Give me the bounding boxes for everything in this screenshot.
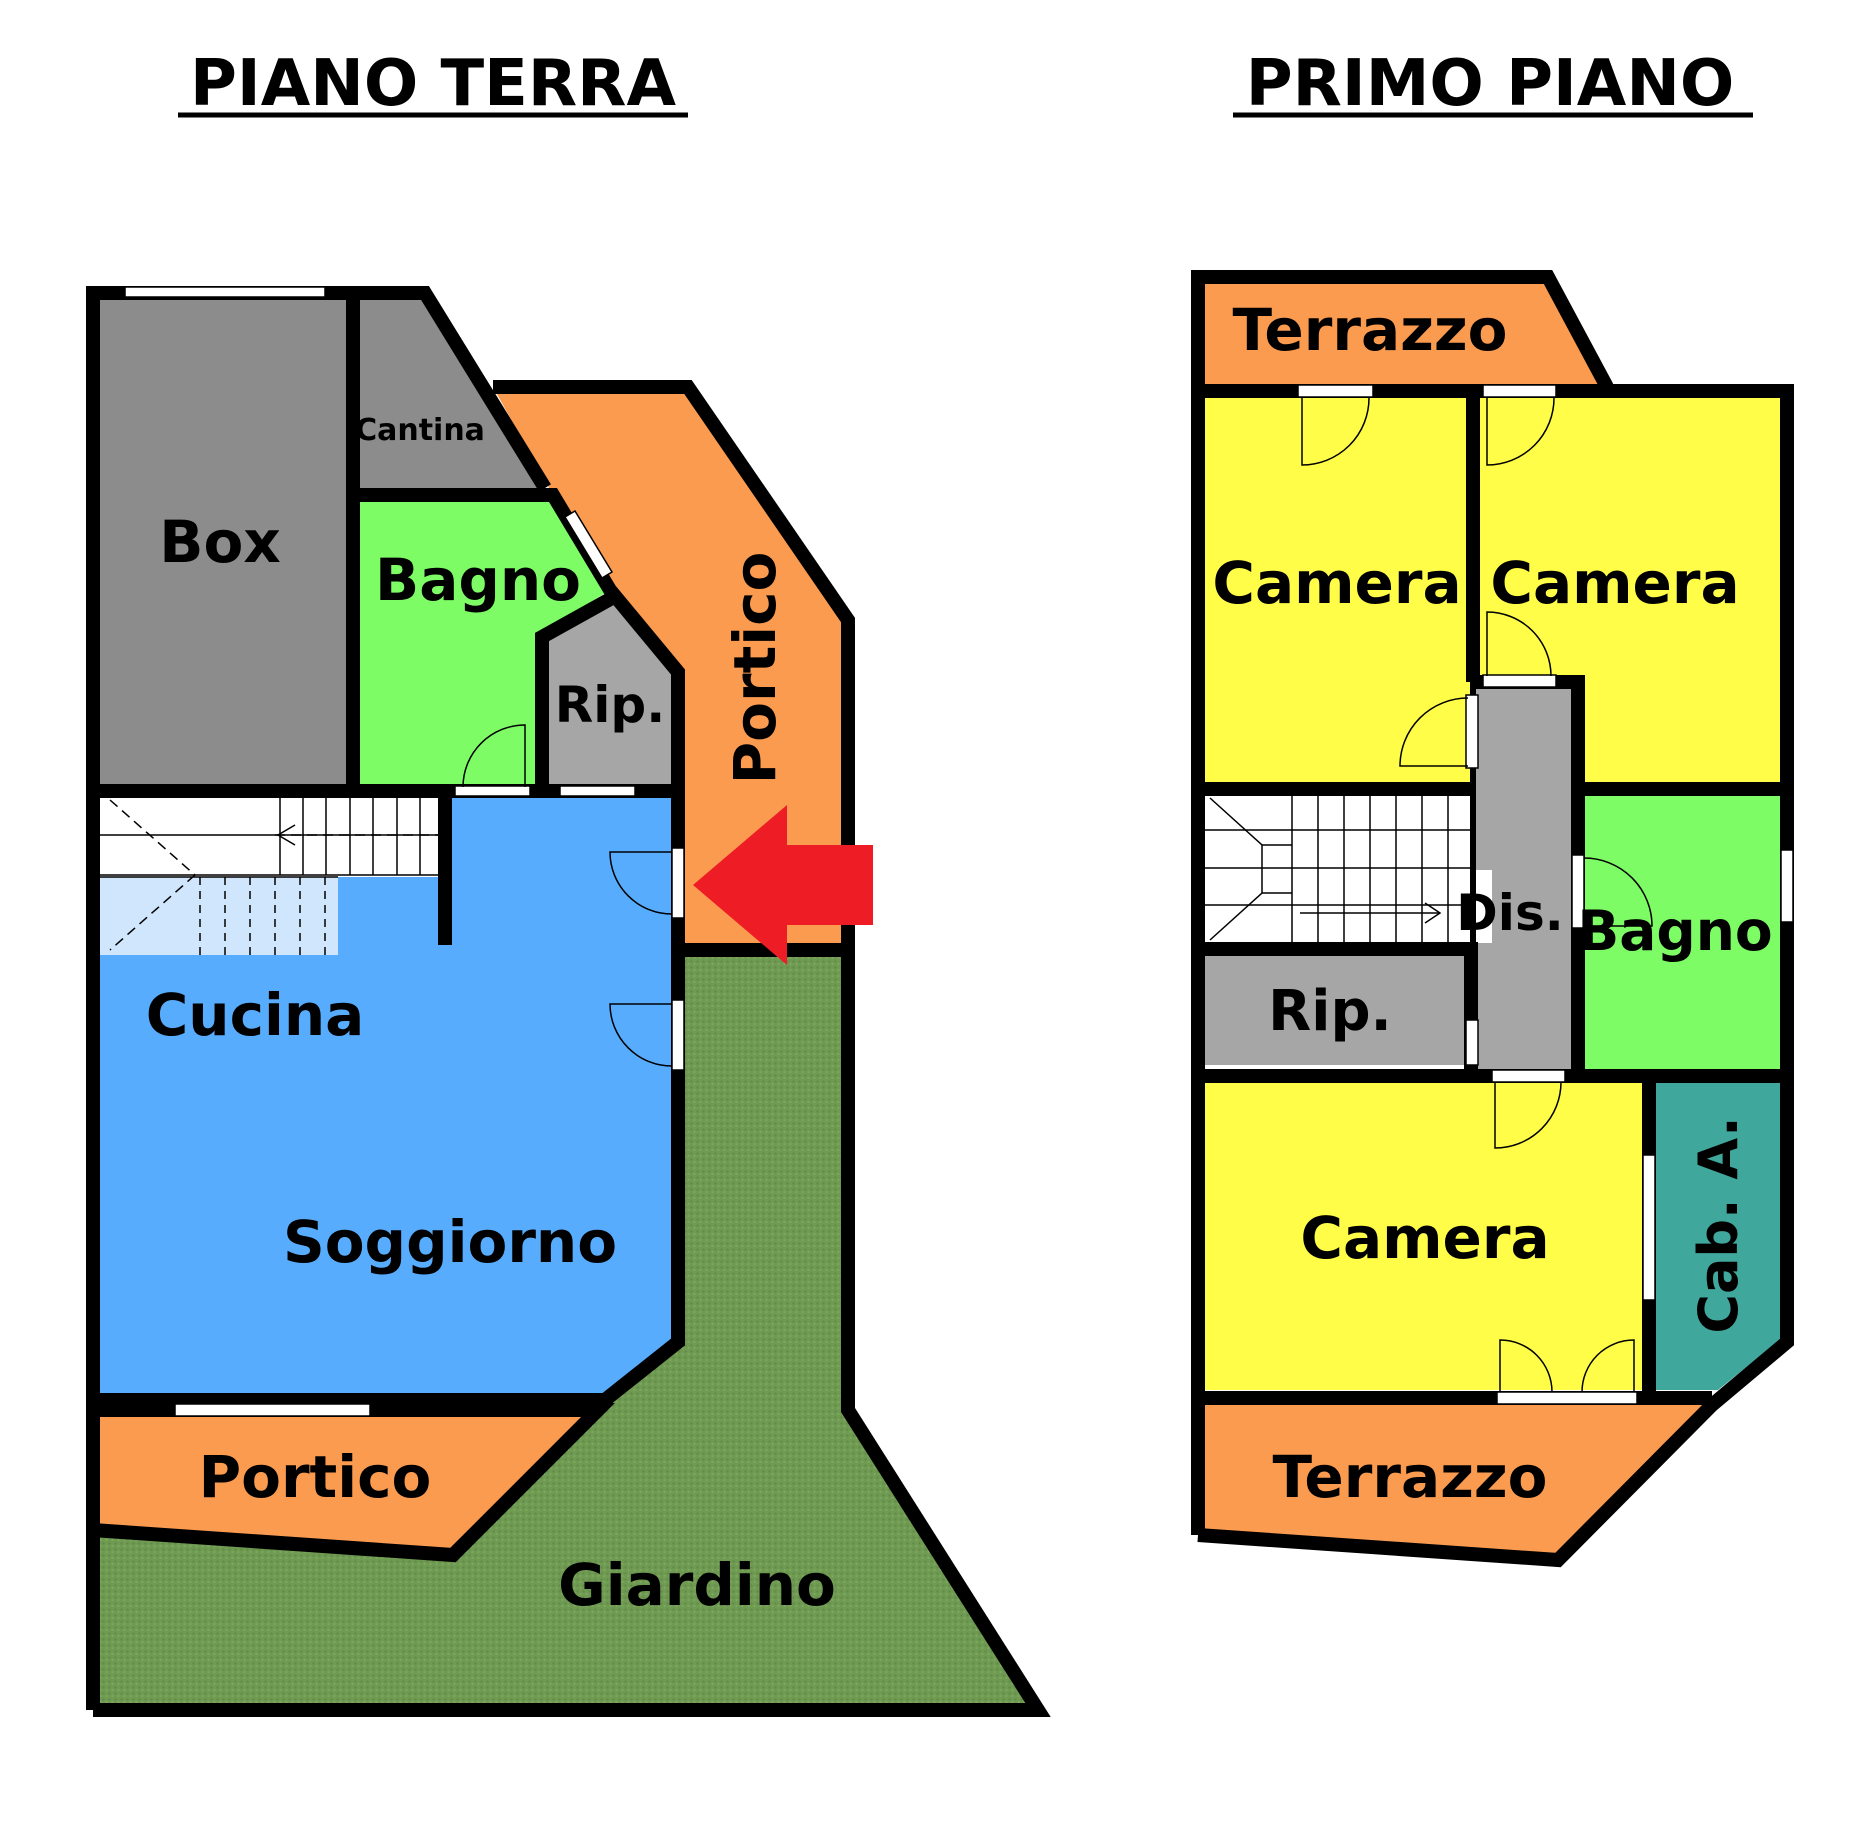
room-portico-front [93, 1410, 598, 1555]
room-terrazzo-bottom [1198, 1405, 1708, 1560]
label-soggiorno: Soggiorno [283, 1208, 617, 1276]
door-opening [1482, 674, 1557, 688]
stair-treads [1205, 793, 1473, 943]
wall [1197, 384, 1794, 1568]
door-opening [1465, 1019, 1479, 1066]
ground-floor-title: PIANO TERRA [190, 47, 676, 121]
room-ripostiglio-first [1205, 953, 1467, 1065]
stairs-lower [100, 877, 338, 955]
label-cucina: Cucina [146, 981, 365, 1049]
first-floor-title: PRIMO PIANO [1246, 47, 1735, 121]
stair-treads [100, 795, 445, 955]
label-giardino: Giardino [558, 1551, 836, 1619]
room-camera-1 [1205, 398, 1470, 786]
door-swing [1494, 1081, 1562, 1149]
door-opening [671, 999, 685, 1071]
door-opening [1491, 1069, 1566, 1083]
label-cantina: Cantina [355, 413, 485, 448]
door-opening [1465, 694, 1479, 769]
door-swing [1486, 611, 1552, 677]
stairs-landing [1462, 870, 1492, 943]
label-camera-1: Camera [1212, 549, 1461, 617]
entrance-arrow-icon [693, 805, 873, 965]
wall [535, 591, 616, 787]
label-ripostiglio-first: Rip. [1268, 979, 1392, 1044]
door-opening [559, 785, 636, 797]
label-terrazzo-top: Terrazzo [1233, 296, 1508, 364]
room-cantina [350, 293, 545, 488]
label-cabina-armadio: Cab. A. [1687, 1116, 1750, 1333]
room-cucina-soggiorno [100, 795, 678, 1400]
door-swing [462, 724, 526, 788]
label-camera-2: Camera [1490, 549, 1739, 617]
wall [1191, 270, 1614, 1535]
window [563, 509, 614, 580]
label-bagno-first: Bagno [1577, 899, 1772, 963]
window [1297, 384, 1374, 398]
room-bagno [360, 495, 610, 787]
ground-floor-plan: Box Cantina Bagno Rip. Portico Cucina So… [86, 286, 1051, 1717]
room-terrazzo-top [1198, 277, 1607, 387]
window [124, 286, 326, 298]
door-swing [1301, 397, 1370, 466]
door-opening [1642, 1154, 1656, 1301]
door-swing [1499, 1339, 1553, 1393]
door-opening [671, 847, 685, 919]
room-camera-3 [1205, 1080, 1645, 1390]
label-portico-side: Portico [721, 552, 789, 785]
door-swing [609, 1003, 673, 1067]
window [1482, 384, 1557, 398]
door-swing [1399, 697, 1469, 767]
room-cabina-armadio [1653, 1080, 1780, 1390]
label-portico-front: Portico [199, 1443, 432, 1511]
first-floor-plan: Terrazzo Camera Camera Dis. Bagno Rip. C… [1191, 270, 1794, 1568]
label-box: Box [159, 508, 280, 576]
window [1780, 849, 1794, 923]
wall [93, 380, 1051, 1717]
door-swing [1486, 397, 1555, 466]
window [174, 1403, 371, 1417]
label-disimpegno: Dis. [1456, 884, 1563, 942]
door-swing [1581, 1339, 1635, 1393]
room-bagno-first [1582, 793, 1780, 1071]
door-opening [1571, 854, 1585, 929]
wall [93, 488, 685, 1407]
door-swing [609, 851, 673, 915]
door-swing [1583, 857, 1653, 927]
door-opening [454, 785, 531, 797]
label-ripostiglio: Rip. [555, 676, 665, 734]
room-box [93, 293, 350, 787]
label-camera-3: Camera [1300, 1204, 1549, 1272]
label-bagno: Bagno [375, 546, 581, 614]
room-giardino [93, 950, 1038, 1710]
label-terrazzo-bottom: Terrazzo [1273, 1443, 1548, 1511]
window [1496, 1391, 1638, 1405]
